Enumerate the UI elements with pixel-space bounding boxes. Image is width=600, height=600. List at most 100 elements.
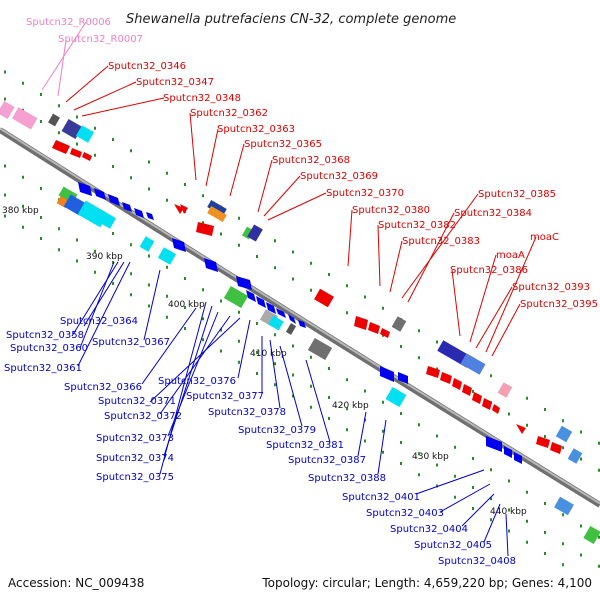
tick-mark: [310, 405, 312, 409]
gene-label: Sputcn32_0379: [238, 425, 316, 436]
tick-mark: [274, 333, 276, 337]
tick-mark: [562, 563, 564, 567]
tick-mark: [328, 417, 330, 420]
tick-mark: [76, 238, 78, 242]
gene-label: Sputcn32_0401: [342, 492, 420, 503]
gene-label: Sputcn32_0348: [163, 93, 241, 104]
tick-mark: [58, 227, 60, 231]
gene-features: [0, 100, 600, 545]
tick-mark: [562, 419, 564, 423]
tick-mark: [598, 441, 600, 445]
genome-summary: Topology: circular; Length: 4,659,220 bp…: [261, 576, 592, 590]
tick-mark: [472, 486, 474, 489]
tick-mark: [346, 428, 348, 432]
tick-mark: [562, 446, 564, 450]
tick-mark: [310, 261, 312, 265]
tick-mark: [76, 115, 78, 119]
tick-mark: [400, 345, 402, 348]
gene-label: Sputcn32_0381: [266, 440, 344, 451]
gene-label: Sputcn32_0365: [244, 139, 322, 150]
rna-labels: Sputcn32_R0006 Sputcn32_R0007: [26, 17, 143, 45]
gene-label: Sputcn32_0378: [208, 407, 286, 418]
tick-mark: [22, 204, 24, 208]
tick-mark: [544, 502, 546, 505]
tick-mark: [454, 474, 456, 478]
tick-mark: [58, 131, 60, 135]
gene-label: moaC: [530, 232, 559, 243]
tick-mark: [544, 435, 546, 438]
forward-labels: Sputcn32_0346 Sputcn32_0347 Sputcn32_034…: [108, 61, 598, 310]
tick-mark: [346, 311, 348, 315]
tick-mark: [526, 423, 528, 427]
tick-mark: [112, 138, 114, 141]
tick-mark: [580, 430, 582, 434]
tick-mark: [526, 519, 528, 523]
tick-mark: [238, 216, 240, 220]
gene-label: Sputcn32_0368: [272, 155, 350, 166]
tick-mark: [130, 149, 132, 153]
tick-mark: [238, 243, 240, 247]
tick-mark: [22, 81, 24, 85]
gene-label: Sputcn32_0393: [512, 282, 590, 293]
gene-label: Sputcn32_0374: [96, 453, 174, 464]
tick-mark: [274, 362, 276, 366]
tick-mark: [292, 373, 294, 377]
tick-mark: [526, 540, 528, 544]
kbp-label: 390 kbp: [86, 252, 123, 262]
tick-mark: [454, 495, 456, 499]
gene-label: Sputcn32_0371: [98, 396, 176, 407]
gene-label: Sputcn32_0380: [352, 205, 430, 216]
gene-label: Sputcn32_0385: [478, 189, 556, 200]
tick-mark: [418, 356, 420, 360]
kbp-label: 410 kbp: [250, 349, 287, 359]
tick-mark: [112, 232, 114, 235]
tick-mark: [202, 317, 204, 321]
tick-mark: [148, 187, 150, 191]
tick-mark: [274, 383, 276, 387]
tick-mark: [148, 283, 150, 287]
tick-mark: [238, 339, 240, 343]
tick-mark: [256, 255, 258, 258]
gene-label: Sputcn32_R0006: [26, 17, 111, 28]
tick-mark: [436, 434, 438, 438]
tick-mark: [184, 183, 186, 186]
tick-mark: [184, 327, 186, 330]
tick-mark: [4, 214, 6, 218]
tick-mark: [94, 126, 96, 130]
tick-mark: [112, 165, 114, 168]
reverse-labels: Sputcn32_0364 Sputcn32_0358 Sputcn32_036…: [4, 316, 516, 567]
gene-label: Sputcn32_0370: [326, 188, 404, 199]
tick-mark: [526, 396, 528, 400]
tick-mark: [166, 294, 168, 298]
gene-label: Sputcn32_0377: [186, 391, 264, 402]
tick-mark: [544, 531, 546, 534]
tick-mark: [400, 462, 402, 465]
gene-label: Sputcn32_0361: [4, 363, 82, 374]
tick-mark: [166, 265, 168, 269]
tick-mark: [292, 394, 294, 398]
tick-mark: [364, 439, 366, 443]
tick-mark: [112, 282, 114, 285]
tick-mark: [328, 396, 330, 399]
tick-mark: [454, 445, 456, 449]
tick-mark: [328, 273, 330, 276]
tick-mark: [274, 239, 276, 243]
tick-mark: [292, 277, 294, 281]
tick-mark: [184, 306, 186, 309]
kbp-label: 420 kbp: [332, 401, 369, 411]
tick-mark: [256, 322, 258, 325]
tick-mark: [166, 315, 168, 319]
kbp-label: 430 kbp: [412, 452, 449, 462]
tick-mark: [346, 407, 348, 411]
gene-label: Sputcn32_0386: [450, 265, 528, 276]
tick-mark: [4, 97, 6, 101]
tick-mark: [418, 473, 420, 477]
tick-mark: [220, 299, 222, 303]
tick-mark: [580, 524, 582, 528]
tick-mark: [490, 468, 492, 472]
tick-mark: [130, 243, 132, 247]
tick-mark: [220, 349, 222, 353]
tick-mark: [598, 468, 600, 472]
tick-mark: [148, 304, 150, 308]
